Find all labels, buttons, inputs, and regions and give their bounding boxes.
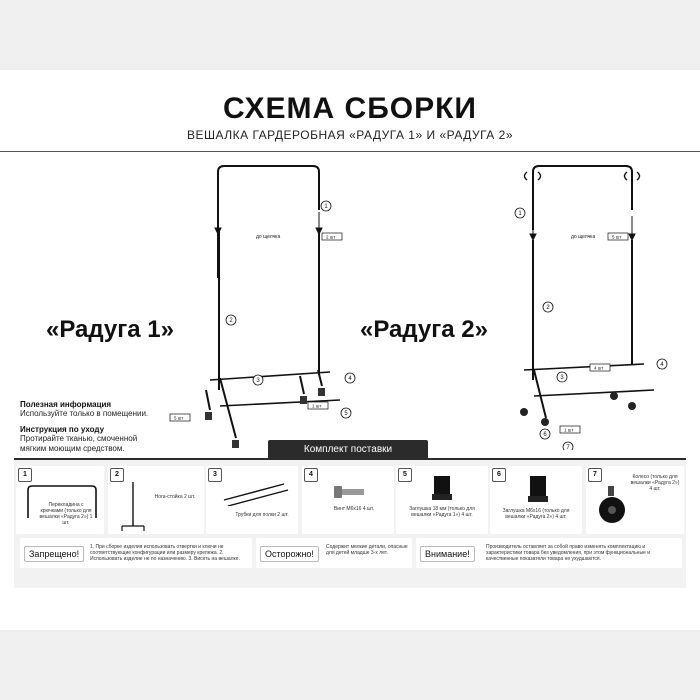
- callout-1: 1: [324, 204, 328, 210]
- kit-item-1: 1 Перекладина с крючками (только для веш…: [16, 466, 104, 534]
- tag-4sht-raduga-2: 4 шт: [594, 366, 603, 371]
- kit-item-number: 5: [398, 468, 412, 482]
- feet-raduga-1: [205, 388, 325, 448]
- warning-text: Содержит мелкие детали, опасные для дете…: [326, 544, 408, 556]
- callout-5: 5: [344, 411, 348, 417]
- kit-tab: Комплект поставки: [268, 440, 428, 460]
- wheel-icon: [599, 486, 625, 523]
- kit-item-number: 1: [18, 468, 32, 482]
- warning-caution: Осторожно! Содержит мелкие детали, опасн…: [256, 538, 412, 568]
- rack-raduga-1: [205, 165, 341, 439]
- page-subtitle: ВЕШАЛКА ГАРДЕРОБНАЯ «РАДУГА 1» И «РАДУГА…: [186, 128, 513, 142]
- kit-item-label: Заглушка М6х16 (только для вешалки «Раду…: [502, 508, 570, 520]
- kit-item-label: Нога-стойка 2 шт.: [154, 494, 196, 500]
- warning-title: Запрещено!: [24, 546, 85, 562]
- kit-item-label: Колесо (только для вешалки «Радуга 2») 4…: [630, 474, 680, 492]
- model-label-raduga-1: «Радуга 1»: [46, 316, 174, 343]
- arrows-raduga-1: [214, 212, 323, 236]
- tag-5sht-raduga-2: 5 шт: [612, 235, 621, 240]
- callouts-raduga-2: 1 2 3 4 6 7: [514, 207, 668, 450]
- screw-icon: [334, 486, 364, 498]
- warning-title: Осторожно!: [260, 546, 319, 562]
- callout-6-r2: 6: [543, 432, 547, 438]
- kit-item-number: 3: [208, 468, 222, 482]
- tag-1sht-raduga-2: 1 шт: [564, 428, 573, 433]
- tag-1sht-raduga-1: 1 шт: [312, 404, 321, 409]
- plug-m6-icon: [528, 476, 548, 502]
- rack-raduga-2: [523, 165, 655, 419]
- kit-item-number: 2: [110, 468, 124, 482]
- callout-3: 3: [256, 378, 260, 384]
- warning-title: Внимание!: [420, 546, 475, 562]
- callout-2: 2: [229, 318, 233, 324]
- kit-item-label: Винт М6х16 4 шт.: [333, 506, 375, 512]
- tag-2sht-raduga-1: 2 шт: [326, 235, 335, 240]
- callouts-raduga-1: 1 2 3 4 5: [225, 200, 356, 419]
- kit-item-label: Трубки для полки 2 шт.: [235, 512, 289, 518]
- callout-4: 4: [348, 376, 352, 382]
- warning-forbidden: Запрещено! 1. При сборке изделия использ…: [20, 538, 252, 568]
- arrows-raduga-2: [529, 216, 636, 242]
- warning-text: 1. При сборке изделия использовать отвер…: [90, 544, 240, 562]
- callout-7-r2: 7: [566, 445, 570, 450]
- callout-3-r2: 3: [560, 375, 564, 381]
- warning-attention: Внимание! Производитель оставляет за соб…: [416, 538, 682, 568]
- kit-item-number: 7: [588, 468, 602, 482]
- kit-item-6: 6 Заглушка М6х16 (только для вешалки «Ра…: [490, 466, 582, 534]
- tag-5sht-raduga-1: 5 шт: [174, 416, 183, 421]
- kit-item-number: 4: [304, 468, 318, 482]
- bottom-band: [0, 630, 700, 700]
- click-label-raduga-2: до щелчка: [571, 234, 595, 240]
- kit-item-label: Заглушка 18 мм (только для вешалки «Раду…: [409, 506, 475, 518]
- page-title: СХЕМА СБОРКИ: [223, 92, 477, 125]
- kit-item-3: 3 Трубки для полки 2 шт.: [206, 466, 298, 534]
- assembly-diagram: до щелчка 2 шт 1 2 3 4 5 5 шт 1 шт: [169, 165, 668, 450]
- kit-item-5: 5 Заглушка 18 мм (только для вешалки «Ра…: [396, 466, 488, 534]
- header-divider: [0, 151, 700, 152]
- top-band: [0, 0, 700, 70]
- model-label-raduga-2: «Радуга 2»: [360, 316, 488, 343]
- kit-item-label: Перекладина с крючками (только для вешал…: [39, 502, 93, 526]
- crossbar-icon: [27, 485, 97, 518]
- click-label-raduga-1: до щелчка: [256, 234, 280, 240]
- shelf-tubes-icon: [223, 483, 289, 506]
- wheels-raduga-2: [520, 392, 636, 426]
- useful-info-text: Используйте только в помещении.: [20, 409, 149, 418]
- callout-2-r2: 2: [546, 305, 550, 311]
- plug-18mm-icon: [432, 476, 452, 500]
- info-block: Полезная информация Используйте только в…: [20, 400, 190, 454]
- care-title: Инструкция по уходу: [20, 425, 105, 434]
- kit-item-number: 6: [492, 468, 506, 482]
- callout-1-r2: 1: [518, 211, 522, 217]
- care-text-line-2: мягким моющим средством.: [20, 444, 125, 453]
- kit-item-4: 4 Винт М6х16 4 шт.: [302, 466, 394, 534]
- warning-text: Производитель оставляет за собой право и…: [486, 544, 651, 562]
- kit-item-2: 2 Нога-стойка 2 шт.: [108, 466, 204, 534]
- leg-stand-icon: [121, 482, 145, 531]
- callout-4-r2: 4: [660, 362, 664, 368]
- kit-item-7: 7 Колесо (только для вешалки «Радуга 2»)…: [586, 466, 684, 534]
- care-text-line-1: Протирайте тканью, смоченной: [20, 434, 138, 443]
- useful-info-title: Полезная информация: [20, 400, 112, 409]
